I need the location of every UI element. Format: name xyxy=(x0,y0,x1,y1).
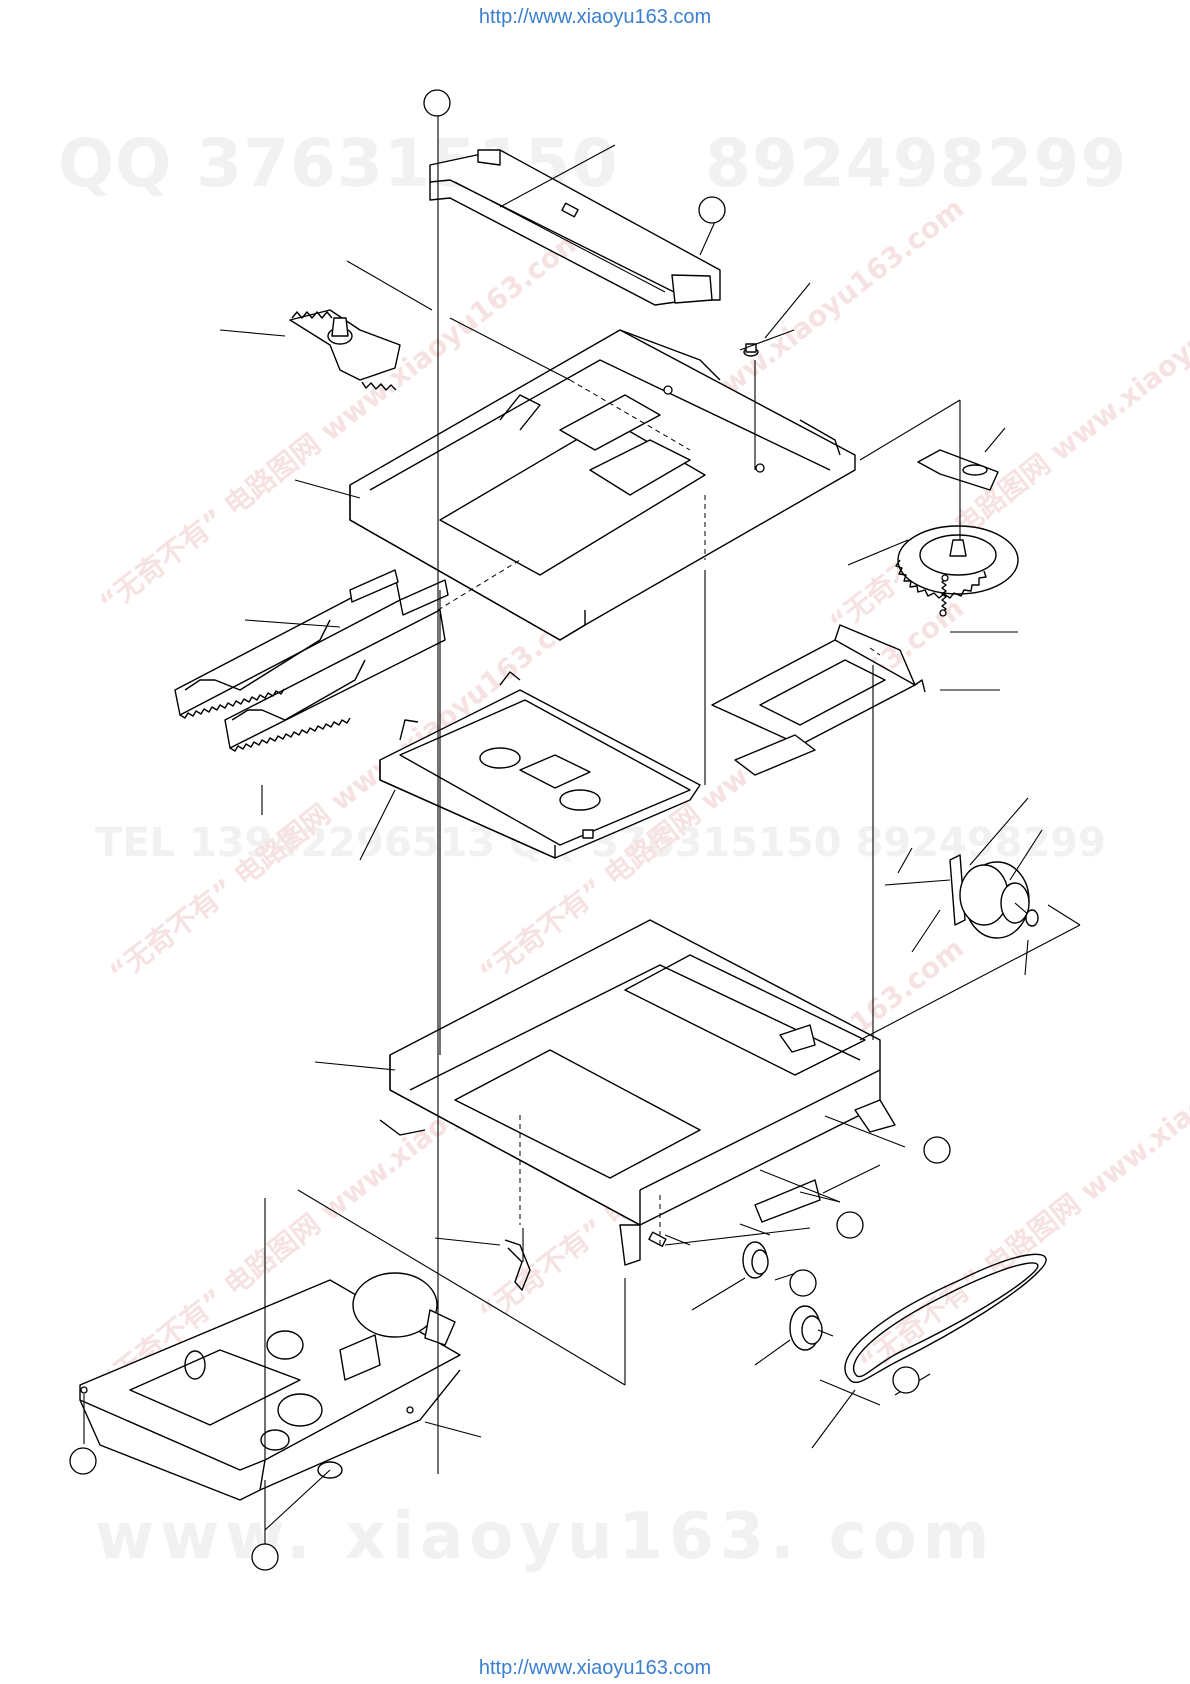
gear-set-part xyxy=(648,1231,834,1351)
tension-spring-part xyxy=(939,574,949,617)
lock-plate-part xyxy=(917,449,999,491)
main-chassis-part xyxy=(379,919,896,1266)
cassette-holder-part xyxy=(349,329,856,641)
source-url-top[interactable]: http://www.xiaoyu163.com xyxy=(478,6,712,28)
watermark-site: www. xiaoyu163. com xyxy=(95,1500,996,1574)
slide-rack-part xyxy=(174,569,449,752)
watermark-qq-right: 892498299 xyxy=(705,125,1128,202)
ref-circle-7 xyxy=(69,1447,97,1475)
ref-circle-1 xyxy=(423,89,451,117)
tray-plate-part xyxy=(379,671,701,859)
drive-belt-part xyxy=(844,1253,1047,1384)
deck-mechanism-part xyxy=(79,1272,461,1501)
ref-circle-3 xyxy=(923,1136,951,1164)
top-bracket-part xyxy=(429,149,721,306)
reference-circles xyxy=(69,89,951,1571)
ref-circle-8 xyxy=(251,1543,279,1571)
source-url-bottom[interactable]: http://www.xiaoyu163.com xyxy=(478,1657,712,1679)
ref-circle-5 xyxy=(789,1269,817,1297)
motor-assembly-part xyxy=(884,854,1039,939)
contact-brush-part xyxy=(504,1239,531,1291)
ref-circle-2 xyxy=(698,196,726,224)
sector-gear-part xyxy=(289,309,401,391)
large-gear-part xyxy=(895,525,1019,599)
ref-circle-6 xyxy=(892,1366,920,1394)
ref-circle-4 xyxy=(836,1211,864,1239)
slide-bracket-part xyxy=(711,624,926,776)
